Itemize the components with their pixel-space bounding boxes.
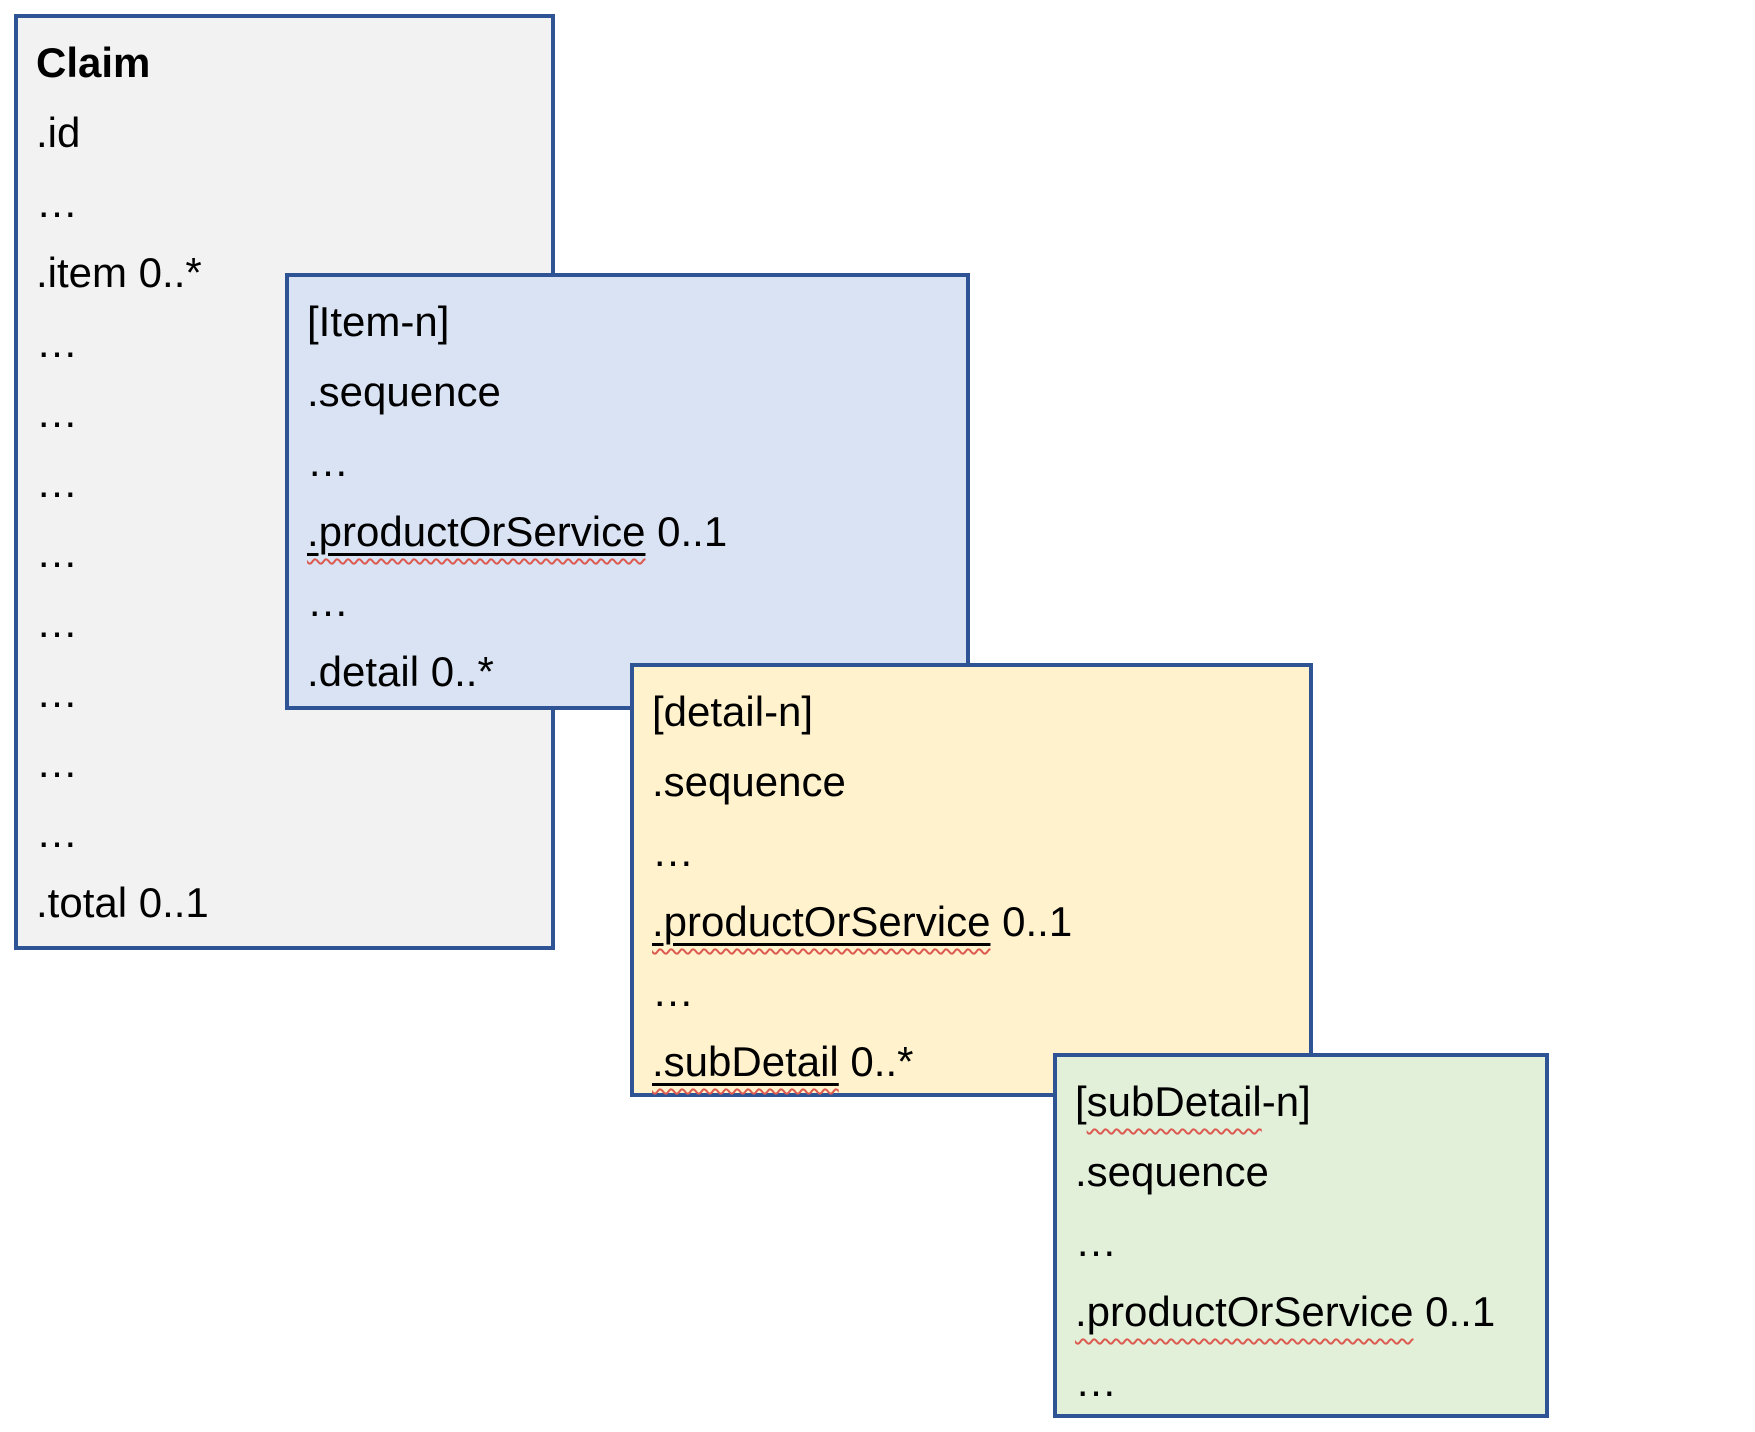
claim-box-fields: Claim .id … .item 0..* … … … … … … … … .total 0..1 <box>18 18 551 938</box>
field-line: .sequence <box>652 758 846 805</box>
item-box: [Item-n] .sequence … .productOrService 0..1… <box>285 273 970 710</box>
field-line: … <box>36 809 78 856</box>
field-line: … <box>652 968 694 1015</box>
field-line: .total 0..1 <box>36 879 209 926</box>
field-line: … <box>36 739 78 786</box>
field-line: … <box>36 669 78 716</box>
field-line: … <box>36 179 78 226</box>
field-line: … <box>1075 1358 1117 1405</box>
field-line: .item 0..* <box>36 249 202 296</box>
field-line: Claim <box>36 39 151 86</box>
field-line: .id <box>36 109 81 156</box>
field-line: … <box>1075 1218 1117 1265</box>
field-line: .productOrService 0..1 <box>307 508 728 555</box>
subdetail-box-fields: [subDetail-n] .sequence … .productOrService… <box>1057 1057 1545 1417</box>
field-line: .productOrService 0..1 <box>1075 1288 1496 1335</box>
field-line: … <box>307 578 349 625</box>
field-line: .subDetail 0..* <box>652 1038 914 1085</box>
field-line: … <box>652 828 694 875</box>
item-box-fields: [Item-n] .sequence … .productOrService 0..1… <box>289 277 966 707</box>
field-line: … <box>36 599 78 646</box>
field-line: … <box>36 459 78 506</box>
field-line: .sequence <box>1075 1148 1269 1195</box>
field-line: [subDetail-n] <box>1075 1078 1311 1125</box>
subdetail-box: [subDetail-n] .sequence … .productOrService… <box>1053 1053 1549 1418</box>
field-line: .detail 0..* <box>307 648 494 695</box>
field-line: … <box>307 438 349 485</box>
field-line: [Item-n] <box>307 298 450 345</box>
field-line: … <box>36 389 78 436</box>
field-line: .sequence <box>307 368 501 415</box>
field-line: [detail-n] <box>652 688 814 735</box>
field-line: … <box>36 529 78 576</box>
detail-box-fields: [detail-n] .sequence … .productOrService 0.… <box>634 667 1309 1097</box>
field-line: .productOrService 0..1 <box>652 898 1073 945</box>
detail-box: [detail-n] .sequence … .productOrService 0.… <box>630 663 1313 1097</box>
field-line: … <box>36 319 78 366</box>
